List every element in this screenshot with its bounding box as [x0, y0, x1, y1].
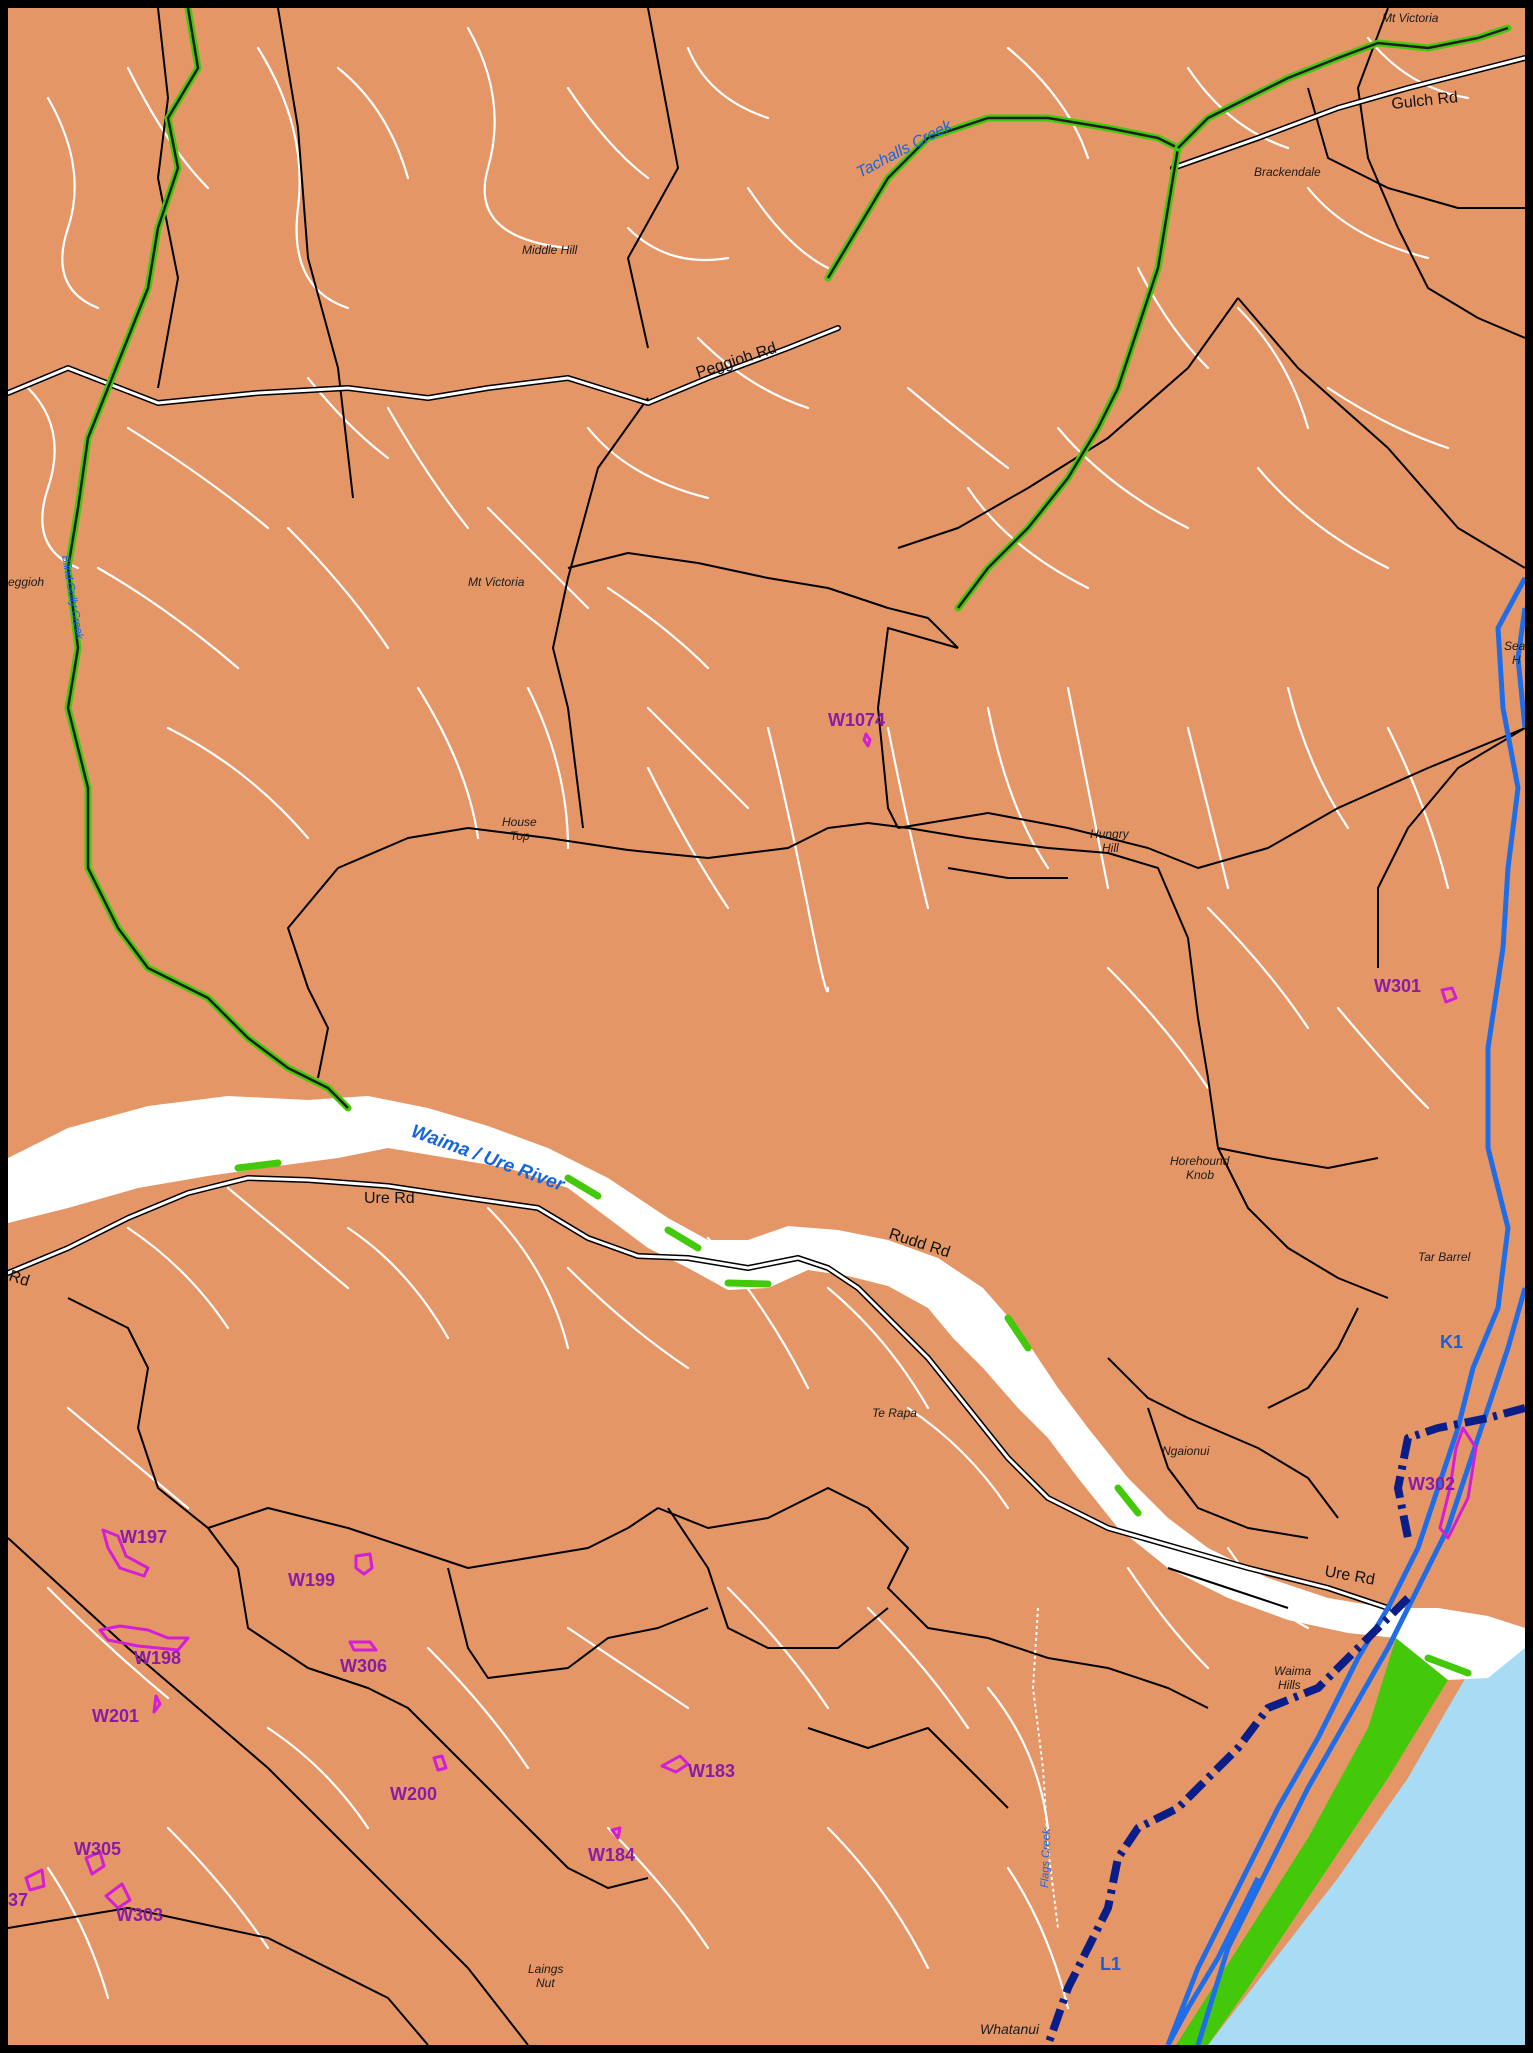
label-route-l1: L1: [1100, 1954, 1121, 1974]
label-rd-edge: Rd: [8, 1268, 31, 1290]
label-sea-edge-1: Sea: [1504, 639, 1525, 653]
label-route-k1: K1: [1440, 1332, 1463, 1352]
wetland-w1074: [862, 732, 872, 748]
label-flags-creek: Flags Creek: [1039, 1828, 1053, 1888]
wetland-w197: [101, 1528, 150, 1578]
label-w200: W200: [390, 1784, 437, 1804]
label-middle-hill: Middle Hill: [522, 243, 578, 257]
label-hungry-hill-2: Hill: [1102, 841, 1119, 855]
label-w183: W183: [688, 1761, 735, 1781]
label-w302: W302: [1408, 1474, 1455, 1494]
wetland-w184: [610, 1826, 622, 1840]
place-labels: Mt Victoria Middle Hill Brackendale Mt V…: [8, 11, 1525, 2037]
east-creek-line: [957, 147, 1180, 609]
label-house-top-1: House: [502, 815, 537, 829]
label-w303: W303: [116, 1905, 163, 1925]
label-ure-rd: Ure Rd: [364, 1190, 415, 1207]
main-river-channel: [8, 1096, 1525, 1680]
wetland-w199: [354, 1552, 374, 1576]
sea-area: [1208, 1628, 1525, 2045]
label-house-top-2: Top: [510, 829, 530, 843]
label-horehound-knob-2: Knob: [1186, 1168, 1214, 1182]
route-k1-line-parallel: [1195, 607, 1525, 2045]
wetland-w306: [348, 1640, 378, 1652]
label-w1074: W1074: [828, 710, 885, 730]
wetland-w301: [1440, 986, 1458, 1004]
label-tar-barrel: Tar Barrel: [1418, 1250, 1471, 1264]
stream-network: [26, 26, 1470, 2010]
label-wetland-37: 37: [8, 1890, 28, 1910]
label-w198: W198: [134, 1648, 181, 1668]
north-creek-line: [1177, 26, 1509, 149]
wetland-w198: [98, 1624, 190, 1652]
label-waima-hills-1: Waima: [1274, 1664, 1311, 1678]
label-w199: W199: [288, 1570, 335, 1590]
label-waima-hills-2: Hills: [1278, 1678, 1301, 1692]
river-riparian-strip: [234, 1159, 1472, 1677]
label-w184: W184: [588, 1845, 635, 1865]
road-network: [8, 55, 1525, 1611]
label-ngaionui: Ngaionui: [1162, 1444, 1210, 1458]
coastal-dune-strip: [1176, 1638, 1448, 2045]
route-labels: K1 L1: [1100, 1332, 1463, 1974]
label-laings-nut-1: Laings: [528, 1962, 563, 1976]
dashed-route-line: [1044, 1404, 1525, 2045]
label-w197: W197: [120, 1527, 167, 1547]
label-mt-victoria-top: Mt Victoria: [1382, 11, 1439, 25]
topographic-map: Mt Victoria Middle Hill Brackendale Mt V…: [8, 8, 1525, 2045]
label-w306: W306: [340, 1656, 387, 1676]
label-te-rapa: Te Rapa: [872, 1406, 917, 1420]
wetland-polygons: [24, 732, 1478, 1910]
label-peggioh-edge: eggioh: [8, 575, 44, 589]
wetland-w303: [104, 1882, 132, 1910]
route-k1-line: [1165, 576, 1525, 2045]
west-creek-line: [66, 8, 349, 1109]
wetland-w201: [152, 1694, 162, 1714]
label-w201: W201: [92, 1706, 139, 1726]
label-laings-nut-2: Nut: [536, 1976, 555, 1990]
wetland-w305: [84, 1850, 106, 1876]
label-brackendale: Brackendale: [1254, 165, 1321, 179]
label-sea-edge-2: H: [1512, 653, 1521, 667]
tachalls-creek-line: [826, 116, 1179, 279]
label-w305: W305: [74, 1839, 121, 1859]
wetland-w183: [660, 1754, 690, 1774]
wetland-labels: W1074 W301 W302 W197 W199 W198 W306 W201…: [8, 710, 1455, 1925]
wetland-w302: [1438, 1426, 1478, 1540]
wetland-37: [24, 1868, 46, 1892]
label-hungry-hill-1: Hungry: [1090, 827, 1130, 841]
route-l1-line: [1165, 1876, 1261, 2045]
label-whatanui: Whatanui: [980, 2021, 1040, 2037]
wetland-w200: [432, 1754, 448, 1772]
label-horehound-knob-1: Horehound: [1170, 1154, 1230, 1168]
label-mt-victoria: Mt Victoria: [468, 575, 525, 589]
label-gulch-rd: Gulch Rd: [1391, 89, 1459, 113]
label-w301: W301: [1374, 976, 1421, 996]
